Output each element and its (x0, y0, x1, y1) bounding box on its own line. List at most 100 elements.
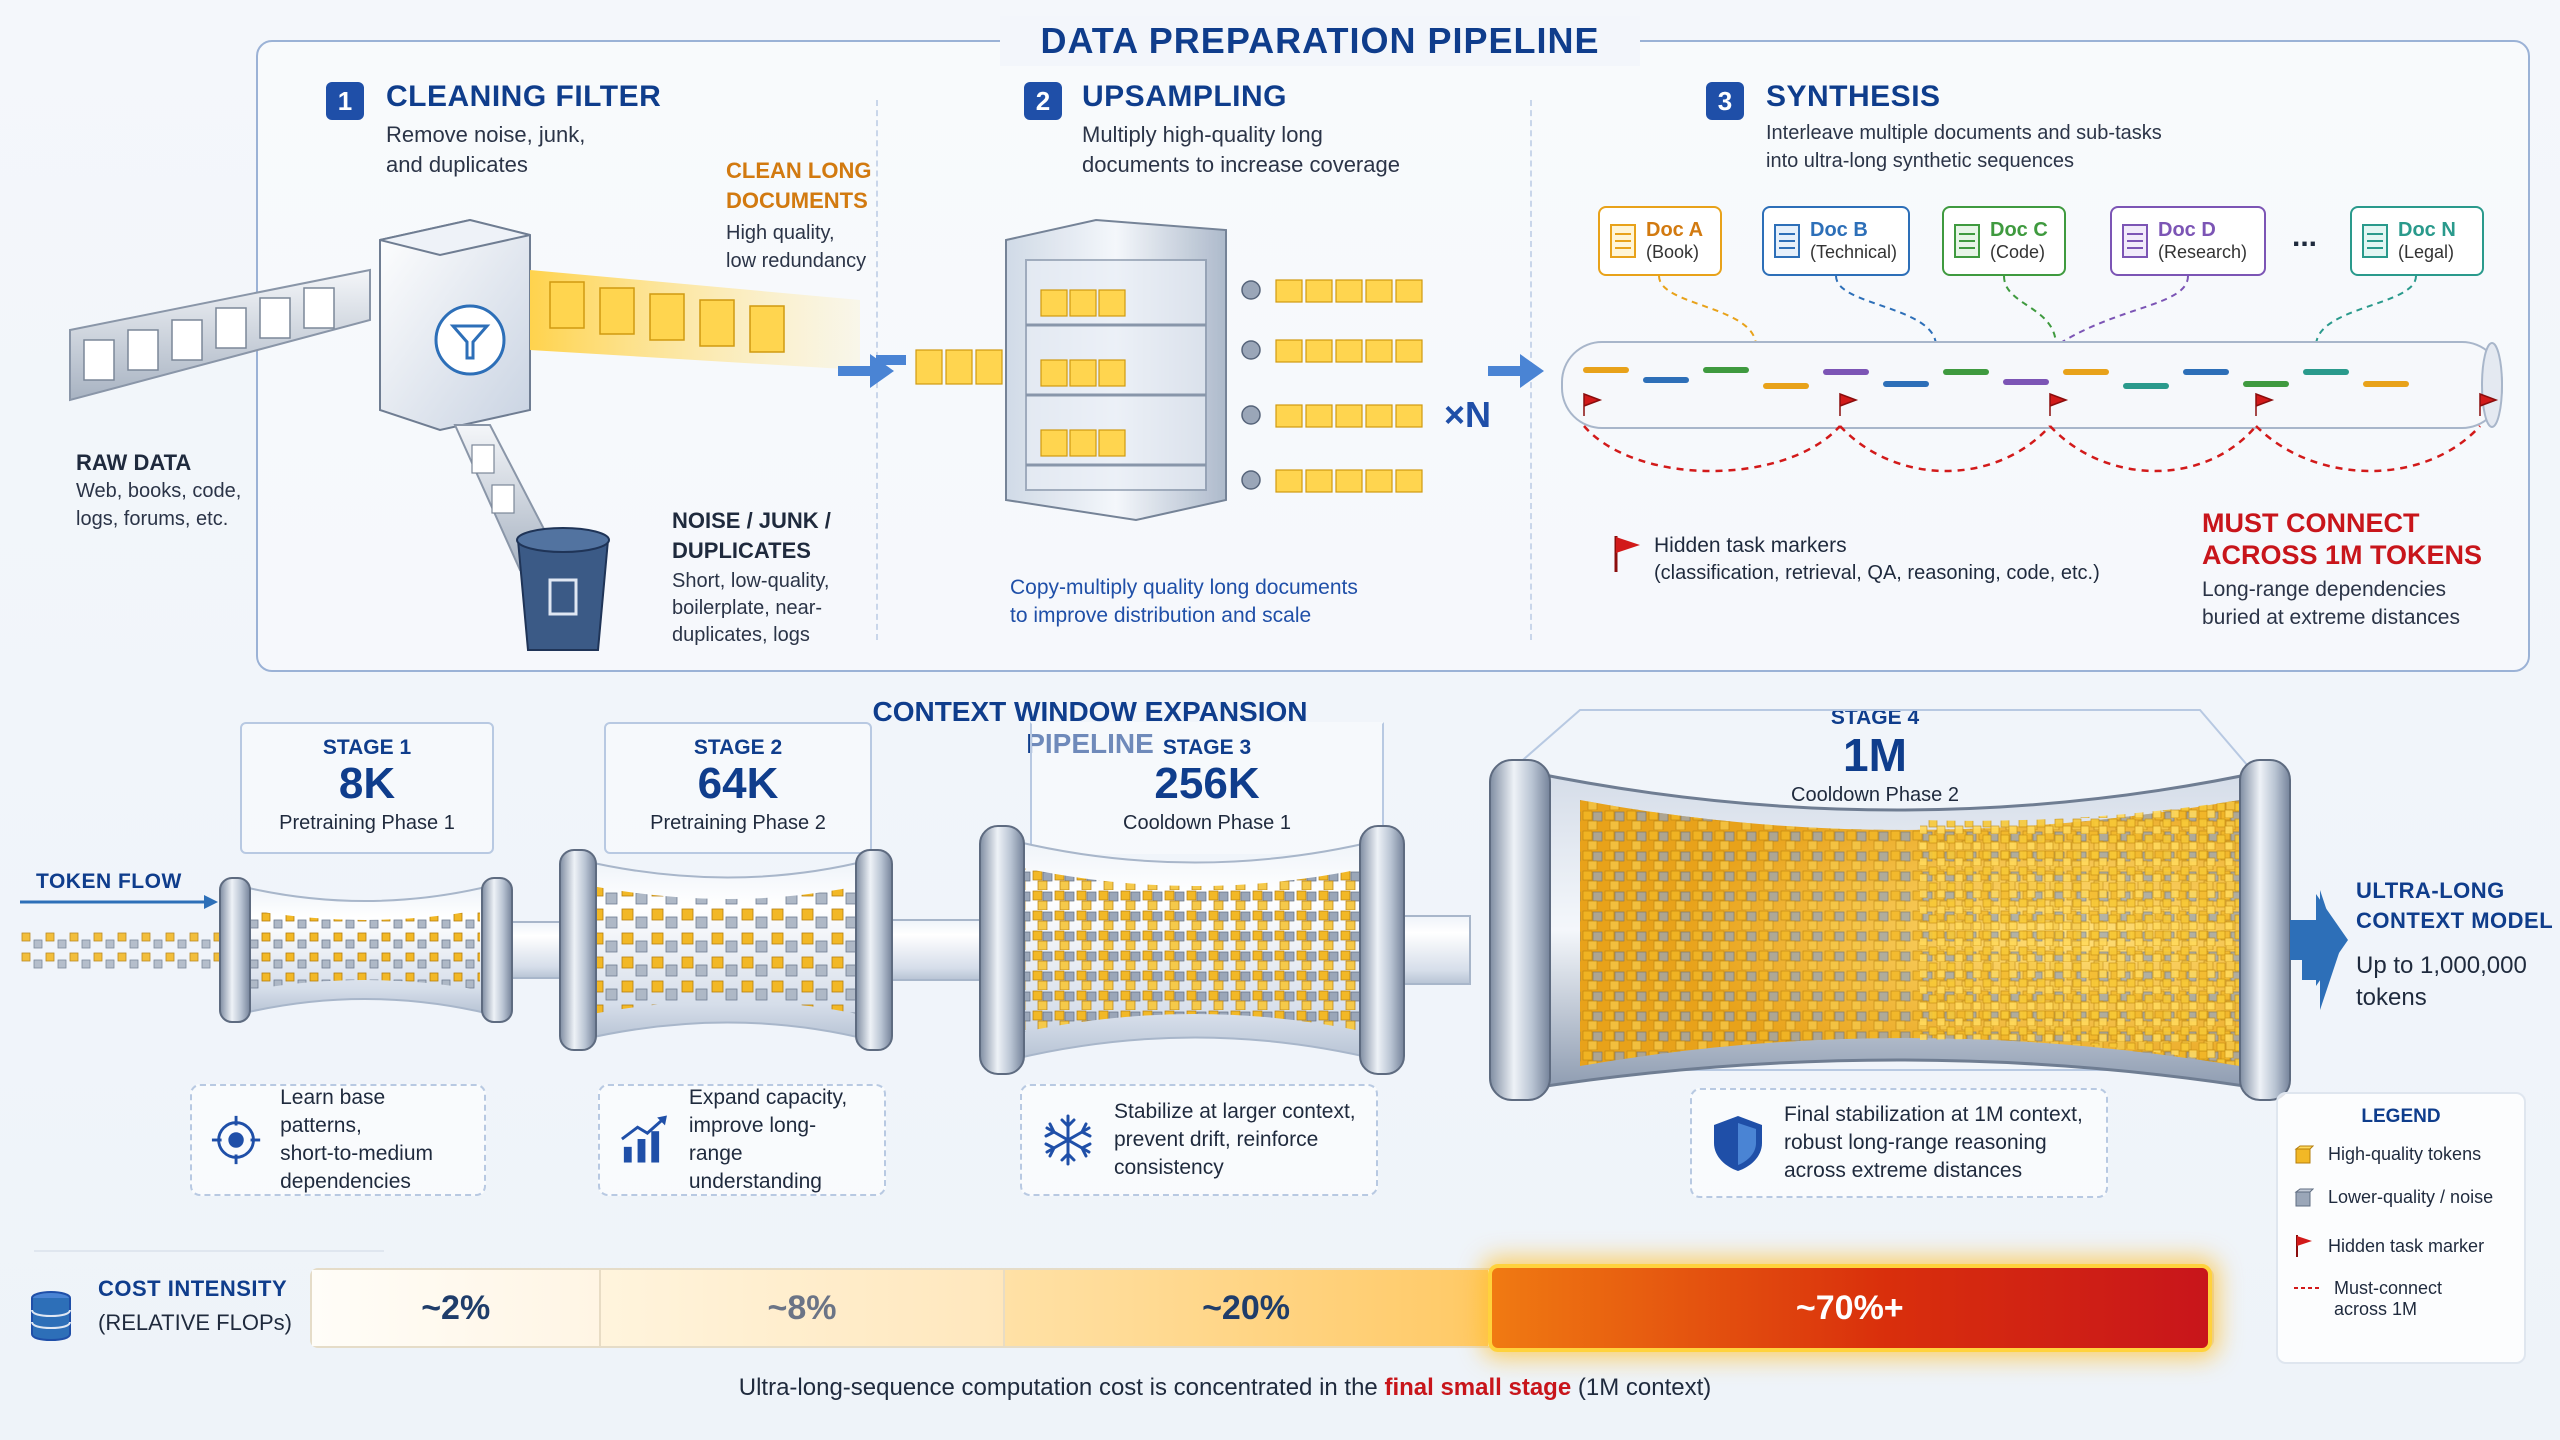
stage-2-desc-2: improve long-range (688, 1114, 817, 1165)
stage-4-label: STAGE 4 (1830, 706, 1920, 729)
output-title-1: ULTRA-LONG (2356, 878, 2505, 903)
step-1-title: CLEANING FILTER (386, 80, 662, 113)
document-icon (1610, 224, 1636, 258)
stage-1-label: STAGE 1 (322, 736, 412, 759)
step-3-badge: 3 (1706, 82, 1744, 120)
stage-2-phase: Pretraining Phase 2 (650, 812, 826, 834)
legend-item-high-quality: High-quality tokens (2294, 1144, 2508, 1165)
stage-3-label: STAGE 3 (1162, 736, 1252, 759)
stage-1-desc-1: Learn base patterns, (280, 1086, 386, 1137)
step-1-desc-2: and duplicates (386, 152, 528, 177)
output-title-2: CONTEXT MODEL (2356, 908, 2554, 933)
doc-b-name: Doc B (1810, 219, 1868, 241)
document-icon (2362, 224, 2388, 258)
cost-segment-4: ~70%+ (1487, 1264, 2213, 1352)
noise-desc-3: duplicates, logs (672, 624, 810, 646)
target-icon (211, 1115, 261, 1165)
dashed-red-line-icon (2294, 1287, 2320, 1289)
noise-title-2: DUPLICATES (672, 538, 811, 563)
stage-1-size: 8K (338, 759, 396, 808)
markers-title: Hidden task markers (1654, 534, 1847, 557)
synthesis-sequence-illustration (1561, 276, 2503, 473)
token-flow-label: TOKEN FLOW (36, 870, 182, 893)
stage-2-desc-3: understanding (688, 1170, 822, 1193)
cost-divider (34, 1250, 384, 1252)
doc-d-kind: (Research) (2158, 242, 2248, 262)
doc-card-c: Doc C(Code) (1942, 206, 2066, 276)
upsampling-footer-2: to improve distribution and scale (1010, 604, 1312, 627)
clean-docs-title-2: DOCUMENTS (726, 188, 868, 213)
legend-label-marker: Hidden task marker (2328, 1235, 2485, 1256)
must-connect-desc-2: buried at extreme distances (2202, 606, 2460, 629)
cost-bar: ~2% ~8% ~20% ~70%+ (310, 1264, 2214, 1352)
clean-docs-title-1: CLEAN LONG (726, 158, 872, 183)
token-flow-arrow (20, 895, 218, 909)
stage-4-desc-2: robust long-range reasoning (1784, 1131, 2047, 1154)
stage-4-desc: Final stabilization at 1M context, robust… (1690, 1088, 2108, 1198)
document-icon (1774, 224, 1800, 258)
cost-footer-pre: Ultra-long-sequence computation cost is … (738, 1374, 1385, 1401)
shield-icon (1714, 1116, 1762, 1171)
legend-title: LEGEND (2361, 1106, 2441, 1127)
legend-item-marker: Hidden task marker (2294, 1234, 2508, 1258)
legend-panel: LEGEND High-quality tokens Lower-quality… (2276, 1092, 2526, 1364)
output-desc-2: tokens (2356, 984, 2427, 1011)
cost-segment-2: ~8% (601, 1270, 1005, 1346)
cost-footer-post: (1M context) (1571, 1374, 1712, 1401)
growth-chart-icon (621, 1115, 667, 1163)
legend-label-connect-1: Must-connect (2334, 1278, 2443, 1298)
doc-d-name: Doc D (2158, 219, 2216, 241)
step-3-desc-2: into ultra-long synthetic sequences (1766, 150, 2074, 172)
clean-docs-desc-1: High quality, (726, 222, 835, 244)
doc-card-n: Doc N(Legal) (2350, 206, 2484, 276)
cost-segment-3: ~20% (1004, 1270, 1488, 1346)
raw-data-desc-1: Web, books, code, (76, 480, 242, 502)
legend-label-noise: Lower-quality / noise (2328, 1187, 2494, 1207)
stage-1-phase: Pretraining Phase 1 (279, 812, 455, 834)
stage-2-label: STAGE 2 (693, 736, 783, 759)
stage-1-desc-2: short-to-medium (280, 1142, 433, 1165)
stage-3-desc: Stabilize at larger context,prevent drif… (1020, 1084, 1378, 1196)
doc-c-kind: (Code) (1990, 242, 2046, 262)
upsampling-illustration (876, 218, 1423, 522)
raw-data-title: RAW DATA (76, 450, 192, 475)
step-3-title: SYNTHESIS (1766, 80, 1941, 113)
doc-a-kind: (Book) (1646, 242, 1700, 262)
snowflake-icon (1044, 1114, 1092, 1166)
stage-4-phase: Cooldown Phase 2 (1791, 784, 1959, 806)
output-arrow (2290, 894, 2348, 986)
step-1-badge: 1 (326, 82, 364, 120)
doc-n-name: Doc N (2398, 219, 2456, 241)
doc-card-b: Doc B(Technical) (1762, 206, 1910, 276)
step-2-title: UPSAMPLING (1082, 80, 1288, 113)
stage-4-size: 1M (1843, 729, 1907, 781)
stage-2-desc: Expand capacity, improve long-range unders… (598, 1084, 886, 1196)
stage-4-header: STAGE 4 1M Cooldown Phase 2 (1600, 706, 2150, 807)
code-document-icon (1954, 224, 1980, 258)
stage-3-desc-3: consistency (1114, 1156, 1224, 1179)
must-connect-title-1: MUST CONNECT (2202, 508, 2420, 538)
doc-n-kind: (Legal) (2398, 242, 2455, 262)
step-2-desc-2: documents to increase coverage (1082, 152, 1400, 177)
doc-card-a: Doc A(Book) (1598, 206, 1722, 276)
step-3-desc-1: Interleave multiple documents and sub-ta… (1766, 122, 2162, 144)
upsampling-multiplier: ×N (1444, 394, 1492, 435)
must-connect-title-2: ACROSS 1M TOKENS (2202, 540, 2483, 570)
arrow-to-upsampling (838, 354, 894, 388)
must-connect-desc-1: Long-range dependencies (2202, 578, 2447, 601)
red-flag-icon (1614, 536, 1640, 572)
docs-ellipsis: ... (2292, 220, 2318, 253)
document-icon (2122, 224, 2148, 258)
legend-label-connect-2: across 1M (2334, 1299, 2418, 1319)
stage-2-desc-1: Expand capacity, (688, 1086, 848, 1109)
stage-3-desc-1: Stabilize at larger context, (1114, 1100, 1356, 1123)
stage-4-desc-1: Final stabilization at 1M context, (1784, 1103, 2083, 1126)
doc-c-name: Doc C (1990, 219, 2048, 241)
expansion-pipeline-illustration (20, 709, 2340, 1101)
cost-segment-1: ~2% (312, 1270, 602, 1346)
stage-3-size: 256K (1154, 759, 1260, 808)
stage-1-header: STAGE 1 8K Pretraining Phase 1 (240, 722, 494, 854)
gold-cube-icon (2294, 1145, 2314, 1163)
